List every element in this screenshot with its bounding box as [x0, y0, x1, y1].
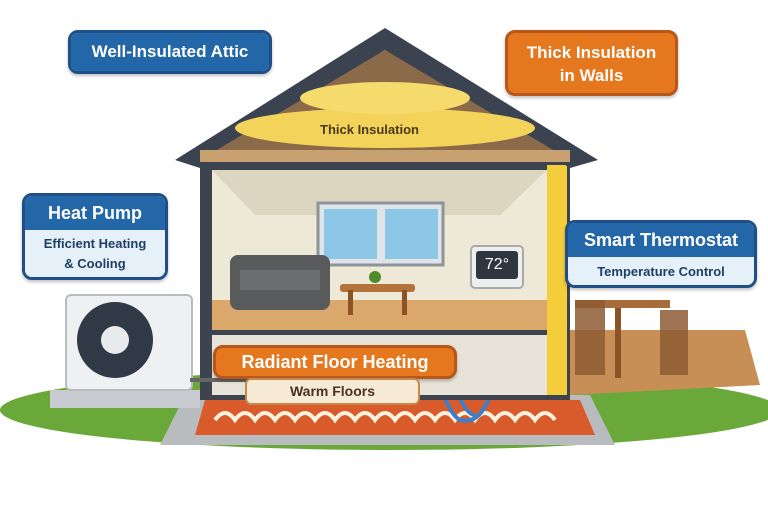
callout-subtitle: Temperature Control [568, 257, 754, 285]
thermostat-display: 72° [476, 251, 518, 279]
callout-attic: Well-Insulated Attic [68, 30, 272, 74]
callout-title: Thick Insulation [526, 43, 657, 62]
callout-floor-subtitle: Warm Floors [245, 378, 420, 405]
callout-heat-pump: Heat Pump Efficient Heating & Cooling [22, 193, 168, 280]
callout-title: Smart Thermostat [568, 223, 754, 257]
callout-subtitle: Efficient Heating [43, 236, 147, 251]
heating-coils [213, 411, 557, 424]
wall-insulation [547, 165, 567, 395]
plant [369, 271, 381, 283]
patio-table [575, 300, 670, 308]
coffee-table [340, 284, 415, 292]
callout-thermostat: Smart Thermostat Temperature Control [565, 220, 757, 288]
callout-title: in Walls [559, 66, 624, 85]
heat-pump-pad [50, 390, 200, 408]
thermostat[interactable]: 72° [470, 245, 524, 289]
attic-insulation-label: Thick Insulation [320, 122, 419, 137]
patio-chair [575, 300, 605, 375]
callout-title: Heat Pump [25, 196, 165, 230]
callout-walls: Thick Insulation in Walls [505, 30, 678, 96]
callout-title: Radiant Floor Heating [241, 352, 429, 372]
callout-floor-heating: Radiant Floor Heating [213, 345, 457, 379]
callout-title: Well-Insulated Attic [71, 33, 269, 71]
callout-subtitle: & Cooling [64, 256, 126, 271]
patio-chair [660, 310, 688, 375]
attic-insulation [235, 108, 535, 148]
